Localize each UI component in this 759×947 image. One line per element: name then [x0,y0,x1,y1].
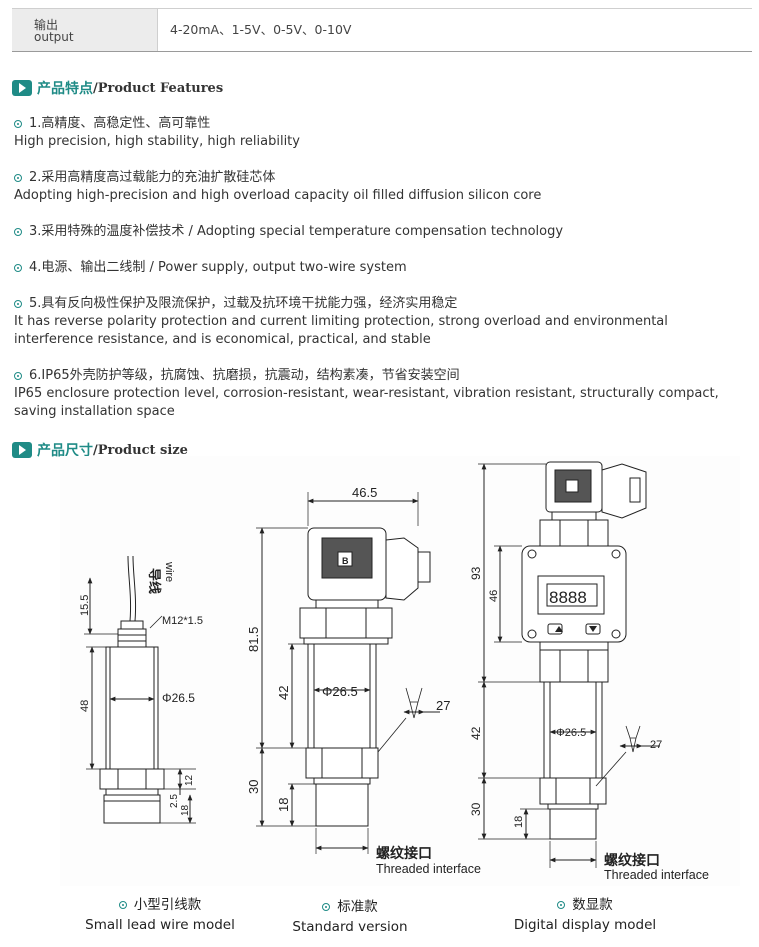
feature-item: 1.高精度、高稳定性、高可靠性 High precision, high sta… [14,115,754,151]
small-dim-top: 15.5 [79,595,91,616]
small-wire-en: wire [163,561,175,582]
feature-cn: 1.高精度、高稳定性、高可靠性 [29,116,211,131]
std-connector-letter: B [342,556,349,566]
bullet-icon [14,300,22,308]
digital-drawing [478,461,660,868]
small-dim-b: 18 [180,804,191,816]
bullet-icon [322,903,331,911]
caption-en: Small lead wire model [85,917,235,933]
feature-item: 5.具有反向极性保护及限流保护，过载及抗环境干扰能力强，经济实用稳定 It ha… [14,295,754,349]
dig-dim-wrench: 27 [650,739,662,751]
small-wire-cn: 导线 [147,568,162,594]
dig-thread-cn: 螺纹接口 [604,852,660,868]
small-dim-hex: 12 [184,774,195,786]
dig-dim-hex: 30 [469,802,483,816]
dig-thread-en: Threaded interface [604,868,709,882]
small-dim-a: 2.5 [169,794,180,808]
dig-dim-total: 93 [469,566,483,580]
std-dim-width: 46.5 [352,485,377,500]
small-dim-dia: Φ26.5 [162,691,195,705]
size-header: 产品尺寸 /Product size [12,440,188,460]
caption-small: 小型引线款 Small lead wire model [70,895,250,935]
feature-en: High precision, high stability, high rel… [14,134,300,149]
features-title-en: /Product Features [93,80,224,96]
dig-dim-display: 46 [488,590,500,602]
dig-dim-body: 42 [469,726,483,740]
drawing-background [60,456,740,886]
caption-digital: 数显款 Digital display model [500,895,670,935]
feature-en-2: saving installation space [14,404,175,419]
down-triangle-icon [589,626,597,632]
feature-en: It has reverse polarity protection and c… [14,314,668,329]
feature-cn: 3.采用特殊的温度补偿技术 / Adopting special tempera… [29,224,564,239]
bullet-icon [14,120,22,128]
feature-item: 2.采用高精度高过载能力的充油扩散硅芯体 Adopting high-preci… [14,169,754,205]
features-header: 产品特点 /Product Features [12,78,223,98]
small-thread: M12*1.5 [162,615,203,627]
small-dim-body: 48 [79,700,91,712]
bullet-icon [14,174,22,182]
feature-en-2: interference resistance, and is economic… [14,332,431,347]
std-dim-body: 42 [276,686,291,700]
feature-item: 6.IP65外壳防护等级，抗腐蚀、抗磨损，抗震动，结构素凑，节省安装空间 IP6… [14,367,754,421]
standard-drawing [256,492,440,854]
spec-value: 4-20mA、1-5V、0-5V、0-10V [170,22,352,37]
std-thread-cn: 螺纹接口 [376,845,432,861]
caption-cn: 标准款 [337,899,378,915]
size-title-en: /Product size [93,442,188,458]
spec-label-cell: 输出 output [12,9,158,51]
feature-item: 3.采用特殊的温度补偿技术 / Adopting special tempera… [14,223,754,241]
features-title-cn: 产品特点 [37,81,93,97]
spec-label-cn: 输出 [34,18,59,32]
feature-item: 4.电源、输出二线制 / Power supply, output two-wi… [14,259,754,277]
spec-table: 输出 output 4-20mA、1-5V、0-5V、0-10V [12,8,752,52]
bullet-icon [14,264,22,272]
caption-en: Standard version [292,919,408,935]
feature-cn: 2.采用高精度高过载能力的充油扩散硅芯体 [29,170,276,185]
technical-drawings: wire 导线 M12*1.5 15.5 48 Φ26.5 12 2.5 18 … [79,461,709,882]
small-wire-drawing [84,555,196,824]
std-dim-total: 81.5 [246,627,261,652]
bullet-icon [14,372,22,380]
feature-cn: 5.具有反向极性保护及限流保护，过载及抗环境干扰能力强，经济实用稳定 [29,296,458,311]
std-dim-hex: 30 [246,780,261,794]
std-thread-en: Threaded interface [376,862,481,876]
bullet-icon [557,901,566,909]
play-icon [12,80,32,96]
dig-display-value: 8888 [549,588,587,607]
size-title-cn: 产品尺寸 [37,443,93,459]
spec-label-en: output [34,30,74,44]
bullet-icon [14,228,22,236]
bullet-icon [118,901,127,909]
std-dim-dia: Φ26.5 [322,684,358,699]
feature-en: Adopting high-precision and high overloa… [14,188,542,203]
caption-en: Digital display model [513,917,657,933]
feature-cn: 6.IP65外壳防护等级，抗腐蚀、抗磨损，抗震动，结构素凑，节省安装空间 [29,368,460,383]
std-dim-thread: 18 [276,798,291,812]
dig-dim-dia: Φ26.5 [556,727,586,739]
dig-connector-letter: B [570,483,577,493]
dig-dim-thread: 18 [513,816,525,828]
feature-cn: 4.电源、输出二线制 / Power supply, output two-wi… [29,260,407,275]
caption-standard: 标准款 Standard version [270,897,430,937]
feature-en: IP65 enclosure protection level, corrosi… [14,386,719,401]
caption-cn: 数显款 [572,897,613,913]
play-icon [12,442,32,458]
std-dim-wrench: 27 [436,698,450,713]
caption-cn: 小型引线款 [133,897,202,913]
up-triangle-icon [555,626,563,632]
